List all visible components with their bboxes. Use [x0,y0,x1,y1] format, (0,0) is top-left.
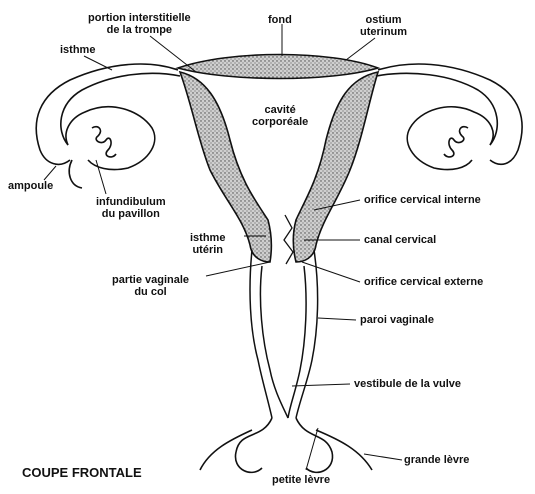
label-paroi-vaginale: paroi vaginale [360,314,434,326]
caption-coupe-frontale: COUPE FRONTALE [22,466,142,480]
label-vestibule-de-la-vulve: vestibule de la vulve [354,378,461,390]
cervical-canal [284,215,293,264]
left-fallopian-tube [36,64,180,188]
label-orifice-cervical-externe: orifice cervical externe [364,276,483,288]
label-orifice-cervical-interne: orifice cervical interne [364,194,481,206]
label-portion-interstitielle: portion interstitielle de la trompe [88,12,191,36]
label-cavite-corporeale: cavité corporéale [252,104,308,128]
label-canal-cervical: canal cervical [364,234,436,246]
label-petite-levre: petite lèvre [272,474,330,486]
label-grande-levre: grande lèvre [404,454,469,466]
label-fond: fond [268,14,292,26]
vulva-lips [200,418,372,472]
label-partie-vaginale-du-col: partie vaginale du col [112,274,189,298]
right-fallopian-tube [376,64,522,170]
label-isthme: isthme [60,44,95,56]
label-infundibulum: infundibulum du pavillon [96,196,166,220]
vaginal-walls [250,250,318,418]
label-ostium-uterinum: ostium uterinum [360,14,407,38]
label-isthme-uterin: isthme utérin [190,232,225,256]
label-ampoule: ampoule [8,180,53,192]
